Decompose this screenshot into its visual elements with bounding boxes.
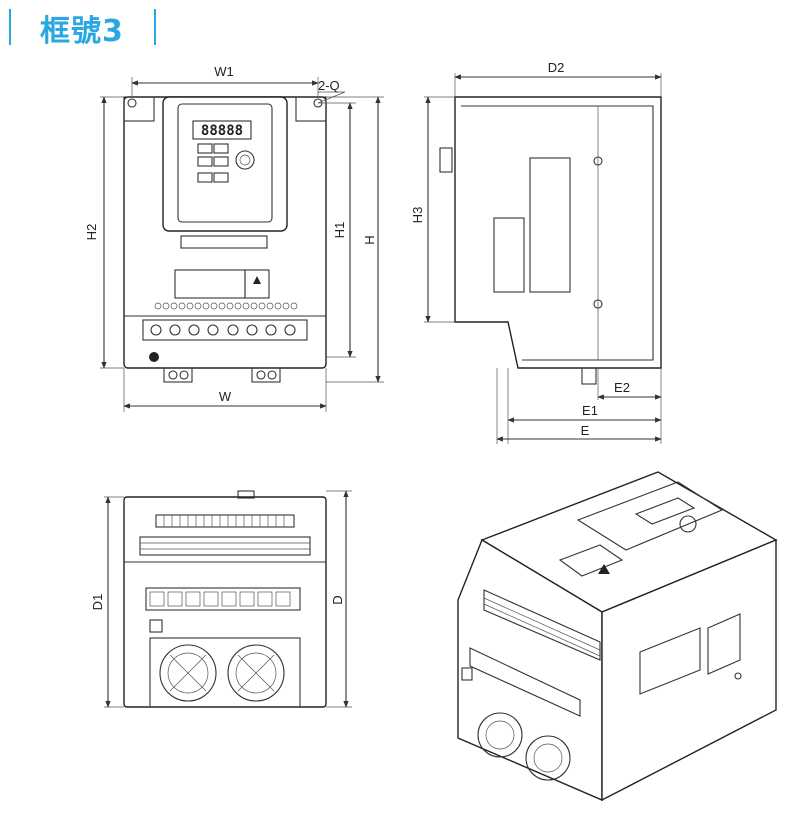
bottom-view: D1 D <box>90 490 352 708</box>
iso-warning-icon <box>598 564 610 574</box>
dim-label-e2: E2 <box>614 380 630 395</box>
key-enter <box>213 156 229 167</box>
iso-fan-right <box>525 735 571 781</box>
iso-keypad <box>576 481 724 551</box>
side-vent-large <box>529 157 571 293</box>
fan-right <box>227 644 285 702</box>
warning-icon <box>253 276 261 284</box>
dim-label-h: H <box>362 235 377 244</box>
bottom-slot-row <box>155 514 295 528</box>
ground-lug-right <box>251 367 281 383</box>
iso-front-terminals <box>469 647 581 717</box>
display-window <box>192 120 252 140</box>
iso-front-grille <box>483 589 601 661</box>
iso-right-face <box>601 538 777 802</box>
key-run <box>197 143 213 154</box>
bottom-body-outline <box>123 496 327 708</box>
fan-left <box>159 644 217 702</box>
isometric-view <box>457 471 778 802</box>
iso-lock-symbol <box>461 667 473 681</box>
key-up <box>197 172 213 183</box>
key-down <box>213 172 229 183</box>
dim-label-h1: H1 <box>332 222 347 239</box>
key-mode <box>197 156 213 167</box>
dim-label-e1: E1 <box>582 403 598 418</box>
dim-label-h3: H3 <box>410 207 425 224</box>
warning-label <box>244 269 270 299</box>
heading-right-bar <box>154 9 156 45</box>
key-stop <box>213 143 229 154</box>
dim-label-d: D <box>330 595 345 604</box>
side-terminal-lug <box>581 367 597 385</box>
dim-label-h2: H2 <box>84 224 99 241</box>
bottom-top-tab <box>237 490 255 499</box>
dim-label-e: E <box>581 423 590 438</box>
bottom-lock-symbol <box>149 619 163 633</box>
side-connector <box>439 147 453 173</box>
keypad-slot <box>180 235 268 249</box>
page-title: 框號3 <box>40 14 124 49</box>
mount-ear-left <box>123 96 155 122</box>
ground-screw <box>149 352 159 362</box>
iso-knob <box>679 515 697 533</box>
keypad-panel <box>162 96 288 232</box>
ground-lug-left <box>163 367 193 383</box>
side-inner-edge <box>461 105 654 361</box>
side-vent-small <box>493 217 525 293</box>
heading-left-bar <box>9 9 11 45</box>
dim-label-w: W <box>219 389 232 404</box>
side-body-outline <box>454 96 662 369</box>
iso-side-vent-small <box>707 613 741 675</box>
mount-hole-left <box>127 98 137 108</box>
iso-front-face <box>457 538 603 802</box>
iso-display <box>634 497 696 525</box>
side-screw-bottom <box>593 299 603 309</box>
bottom-slot-ticks <box>163 515 285 527</box>
side-screw-top <box>593 156 603 166</box>
heading: 框號3 <box>0 0 800 50</box>
potentiometer-knob <box>235 150 255 170</box>
bottom-terminal-row <box>145 587 301 611</box>
iso-label <box>558 544 624 577</box>
knob-inner <box>239 154 251 166</box>
bottom-vent-grille <box>139 536 311 556</box>
fan-housing <box>149 637 301 708</box>
bottom-terminal-cells <box>149 591 291 607</box>
mount-ear-right <box>295 96 327 122</box>
power-terminal-block <box>142 319 308 341</box>
dim-label-2q: 2-Q <box>318 78 340 93</box>
dim-label-d2: D2 <box>548 60 565 75</box>
control-terminal-row <box>154 302 298 310</box>
iso-side-vent <box>639 627 701 695</box>
iso-fan-left <box>477 712 523 758</box>
front-view: 88888 <box>84 64 384 412</box>
keypad-inner <box>177 103 273 223</box>
display-digits: 88888 <box>201 123 243 139</box>
power-terminal-screws <box>150 324 296 336</box>
side-view: D2 H3 E2 E1 E <box>410 60 662 444</box>
dim-label-d1: D1 <box>90 594 105 611</box>
dim-label-w1: W1 <box>214 64 234 79</box>
iso-side-screw <box>734 672 742 680</box>
